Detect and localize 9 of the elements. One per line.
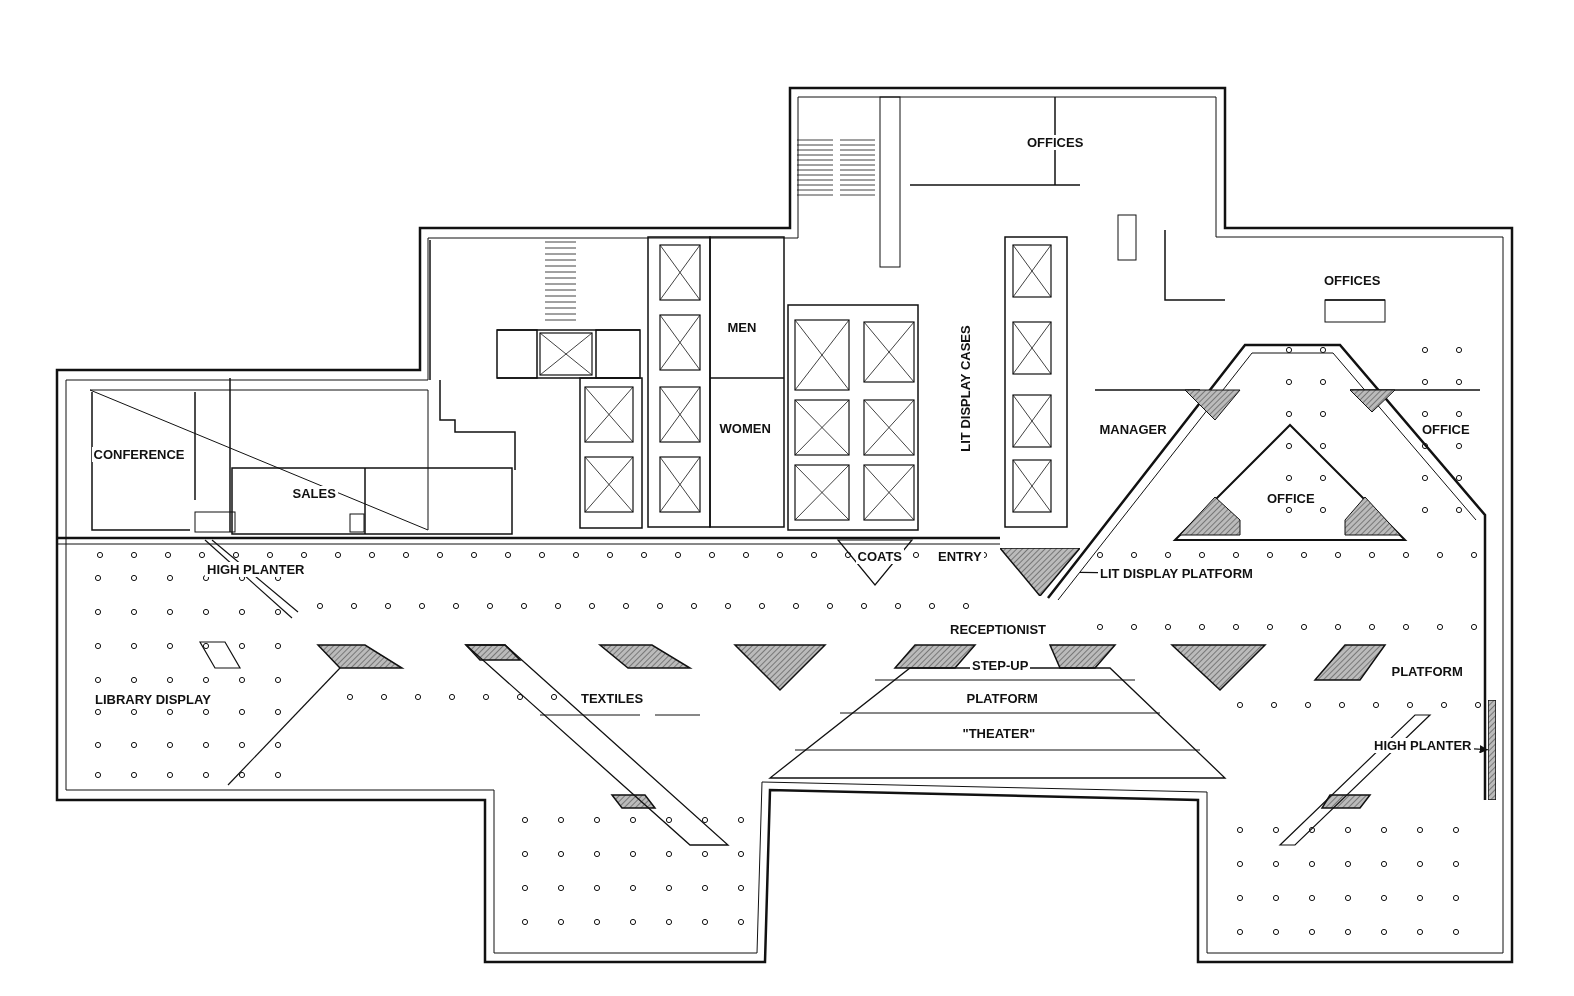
room-label: HIGH PLANTER <box>205 561 307 577</box>
leader-line <box>1473 745 1489 754</box>
room-label: SALES <box>290 485 338 501</box>
leader-text: HIGH PLANTER <box>1372 738 1474 753</box>
leader-text: LIT DISPLAY PLATFORM <box>1098 566 1255 581</box>
room-label: OFFICES <box>1025 134 1086 150</box>
leader-line <box>1079 571 1099 574</box>
room-label: COATS <box>855 548 905 564</box>
room-label: CONFERENCE <box>91 446 187 462</box>
